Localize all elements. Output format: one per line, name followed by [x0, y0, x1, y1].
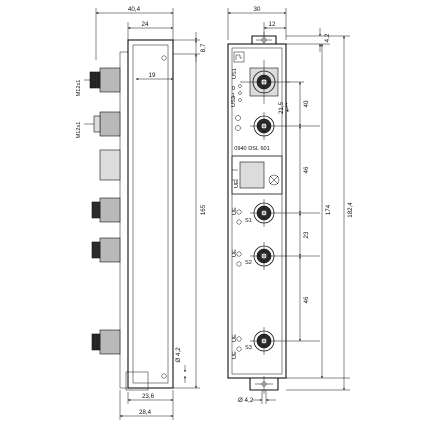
led-icon — [235, 115, 241, 121]
led-icon — [236, 336, 242, 342]
dim-label-pitch-2: 21,5 — [278, 101, 285, 114]
label-led-ue-c: UE — [232, 249, 238, 257]
led-icon — [238, 84, 242, 88]
port-top — [240, 60, 290, 104]
side-base-plate — [119, 51, 129, 389]
port-s1 — [250, 199, 320, 227]
adjust-screw-icon — [268, 174, 280, 186]
dim-label-front-hole: Ø 4,2 — [238, 397, 254, 404]
dim-label-hole: Ø 4,2 — [175, 347, 182, 363]
label-part-number: 0940 DSL 601 — [234, 146, 270, 152]
side-housing — [127, 39, 174, 389]
led-icon — [235, 125, 241, 131]
dimension-pitch-2 — [285, 101, 289, 113]
side-housing-inner — [132, 44, 169, 384]
label-led-s2: S2 — [245, 260, 252, 266]
led-icon — [238, 91, 242, 95]
label-thread-top: M12x1 — [76, 80, 82, 97]
dim-label-pitch-1: 40 — [303, 100, 310, 107]
dim-label-pitch-4: 23 — [303, 231, 310, 238]
brand-logo-icon — [233, 51, 245, 63]
label-led-ue-e: UE — [232, 351, 238, 359]
dim-label-bottom-width-a: 23,6 — [142, 393, 155, 400]
label-led-ue-a: UE — [234, 180, 240, 188]
label-port-0: 0 — [232, 86, 235, 92]
side-connector-6 — [91, 329, 121, 355]
dim-label-top-inset: 12 — [269, 21, 276, 28]
side-connector-1 — [89, 67, 121, 93]
label-port-us1: US1 — [232, 68, 238, 79]
side-connector-3 — [99, 149, 121, 181]
label-led-s3: S3 — [245, 345, 252, 351]
side-foot — [125, 371, 149, 391]
port-s2 — [250, 242, 320, 270]
dim-label-pitch-5: 46 — [303, 296, 310, 303]
display-window — [231, 155, 283, 195]
dim-label-bottom-width-b: 28,4 — [139, 409, 152, 416]
label-led-ue-b: UE — [232, 207, 238, 215]
dim-label-overall-width: 40,4 — [128, 6, 141, 13]
dim-label-front-width: 30 — [254, 6, 261, 13]
front-view: 30 12 4,2 US1 — [227, 6, 354, 404]
side-connector-2 — [93, 111, 121, 137]
dim-label-height-total: 182,4 — [347, 202, 354, 218]
side-connector-4 — [91, 197, 121, 223]
dim-label-height-inner: 174 — [325, 204, 332, 215]
label-port-us2: US2 — [231, 96, 237, 107]
led-icon — [236, 346, 242, 352]
mount-hole-bottom-icon — [161, 373, 167, 379]
led-icon — [236, 261, 242, 267]
led-icon — [236, 209, 242, 215]
dim-label-inner-width: 19 — [149, 72, 156, 79]
label-led-s1: S1 — [245, 218, 252, 224]
label-led-ue-d: UE — [232, 334, 238, 342]
side-view: 40,4 24 8,7 19 — [76, 6, 207, 420]
dim-label-height: 165 — [200, 204, 207, 215]
label-thread-second: M12x1 — [76, 122, 82, 139]
dim-label-pitch-3: 46 — [303, 166, 310, 173]
port-s3 — [250, 327, 320, 355]
led-icon — [238, 98, 242, 102]
label-port-1: 1 — [232, 93, 235, 99]
led-icon — [236, 251, 242, 257]
dim-label-top-width: 24 — [142, 21, 149, 28]
side-connector-5 — [91, 237, 121, 263]
mount-hole-top-icon — [161, 55, 167, 61]
port-2 — [250, 112, 320, 140]
front-housing-inner — [231, 47, 283, 375]
dim-label-front-top-offset: 4,2 — [324, 33, 331, 42]
led-icon — [236, 219, 242, 225]
dim-label-top-offset: 8,7 — [200, 43, 207, 52]
